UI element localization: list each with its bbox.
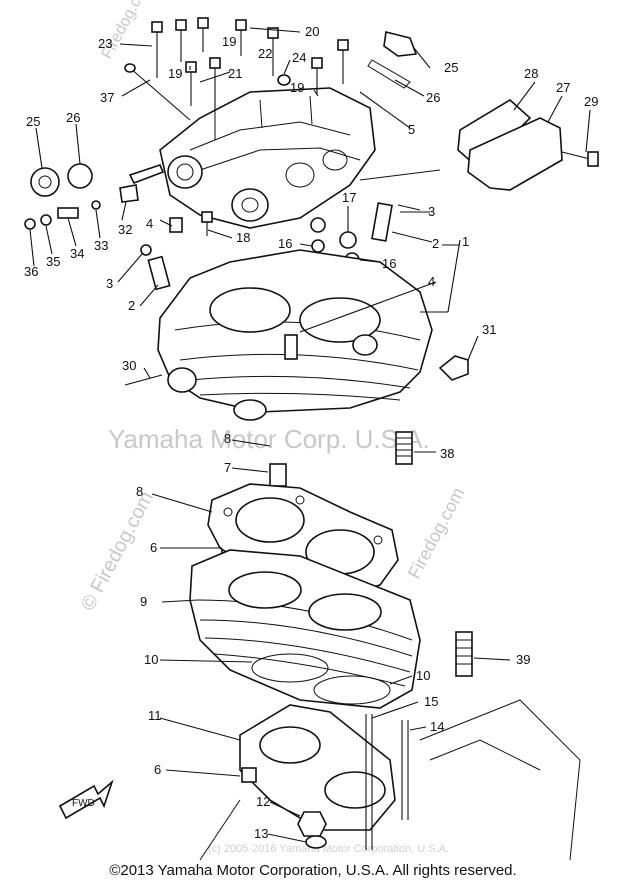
callout-5: 5 xyxy=(408,122,415,137)
callout-22: 22 xyxy=(258,46,272,61)
o-ring-10-left xyxy=(251,653,329,683)
callout-21: 21 xyxy=(228,66,242,81)
crankcase-outline xyxy=(199,699,581,861)
callout-30: 30 xyxy=(122,358,136,373)
watermark-firedog-right: Firedog.com xyxy=(404,484,469,582)
callout-25-top: 25 xyxy=(444,60,458,75)
callout-26-top: 26 xyxy=(426,90,440,105)
callout-16b: 16 xyxy=(382,256,396,271)
breather-plate-25 xyxy=(367,31,418,89)
oil-seal-left xyxy=(30,163,93,197)
callout-8-lower: 8 xyxy=(136,484,143,499)
callout-3-right: 3 xyxy=(428,204,435,219)
washer-13 xyxy=(305,835,327,849)
forward-arrow-label: FWD xyxy=(72,798,95,809)
callout-37: 37 xyxy=(100,90,114,105)
tach-drive-parts xyxy=(24,164,165,230)
callout-11: 11 xyxy=(148,708,162,723)
spring-38 xyxy=(395,431,413,465)
cylinder-head xyxy=(157,249,433,421)
callout-24: 24 xyxy=(292,50,306,65)
callout-3-left: 3 xyxy=(106,276,113,291)
camshaft-housing xyxy=(159,87,376,229)
stud-30 xyxy=(124,374,163,386)
callout-9: 9 xyxy=(140,594,147,609)
o-ring-10-right xyxy=(313,675,391,705)
bolt-18 xyxy=(201,211,213,236)
watermark-firedog-top: Firedog.com xyxy=(99,0,156,62)
callout-14: 14 xyxy=(430,719,444,734)
callout-labels: 23 19 19 22 20 24 21 19 37 25 26 5 28 27… xyxy=(24,24,598,841)
callout-15: 15 xyxy=(424,694,438,709)
base-gasket xyxy=(239,704,396,831)
callout-16a: 16 xyxy=(278,236,292,251)
callout-8-upper: 8 xyxy=(224,431,231,446)
callout-33: 33 xyxy=(94,238,108,253)
washer-24 xyxy=(277,74,291,86)
dowel-6-lower xyxy=(241,767,257,783)
callout-1: 1 xyxy=(462,234,469,249)
leader-lines xyxy=(29,27,591,843)
callout-17: 17 xyxy=(342,190,356,205)
callout-4-right: 4 xyxy=(428,274,435,289)
callout-23: 23 xyxy=(98,36,112,51)
callout-2-left: 2 xyxy=(128,298,135,313)
spring-39 xyxy=(455,631,473,677)
valve-guide-right xyxy=(371,202,421,242)
stud-14 xyxy=(401,720,409,820)
housing-bolts xyxy=(124,17,349,121)
tappet-cover xyxy=(457,99,599,191)
callout-32: 32 xyxy=(118,222,132,237)
callout-18: 18 xyxy=(236,230,250,245)
callout-19c: 19 xyxy=(290,80,304,95)
sensor-31 xyxy=(438,355,469,381)
stud-15 xyxy=(365,714,373,850)
callout-26-left: 26 xyxy=(66,110,80,125)
callout-28: 28 xyxy=(524,66,538,81)
callout-35: 35 xyxy=(46,254,60,269)
cylinder-block xyxy=(189,549,421,709)
callout-13: 13 xyxy=(254,826,268,841)
nut-12 xyxy=(297,811,327,837)
callout-31: 31 xyxy=(482,322,496,337)
callout-4-left: 4 xyxy=(146,216,153,231)
callout-2-right: 2 xyxy=(432,236,439,251)
valve-guide-left xyxy=(140,244,171,291)
callout-6-lower: 6 xyxy=(154,762,161,777)
callout-19a: 19 xyxy=(168,66,182,81)
callout-38: 38 xyxy=(440,446,454,461)
callout-6-upper: 6 xyxy=(150,540,157,555)
dowel-7 xyxy=(269,463,287,487)
copyright-footer: ©2013 Yamaha Motor Corporation, U.S.A. A… xyxy=(109,862,517,879)
callout-19b: 19 xyxy=(222,34,236,49)
callout-27: 27 xyxy=(556,80,570,95)
callout-7: 7 xyxy=(224,460,231,475)
callout-10-right: 10 xyxy=(416,668,430,683)
watermark-small-copyright: (c) 2005-2016 Yamaha Motor Corporation, … xyxy=(208,843,449,855)
callout-10-left: 10 xyxy=(144,652,158,667)
callout-39: 39 xyxy=(516,652,530,667)
callout-34: 34 xyxy=(70,246,84,261)
watermark-yamaha: Yamaha Motor Corp. U.S.A. xyxy=(108,424,430,454)
callout-12: 12 xyxy=(256,794,270,809)
forward-arrow: FWD xyxy=(58,779,114,820)
callout-25-left: 25 xyxy=(26,114,40,129)
dowel-pin-4 xyxy=(169,217,183,233)
callout-29: 29 xyxy=(584,94,598,109)
callout-20: 20 xyxy=(305,24,319,39)
callout-36: 36 xyxy=(24,264,38,279)
